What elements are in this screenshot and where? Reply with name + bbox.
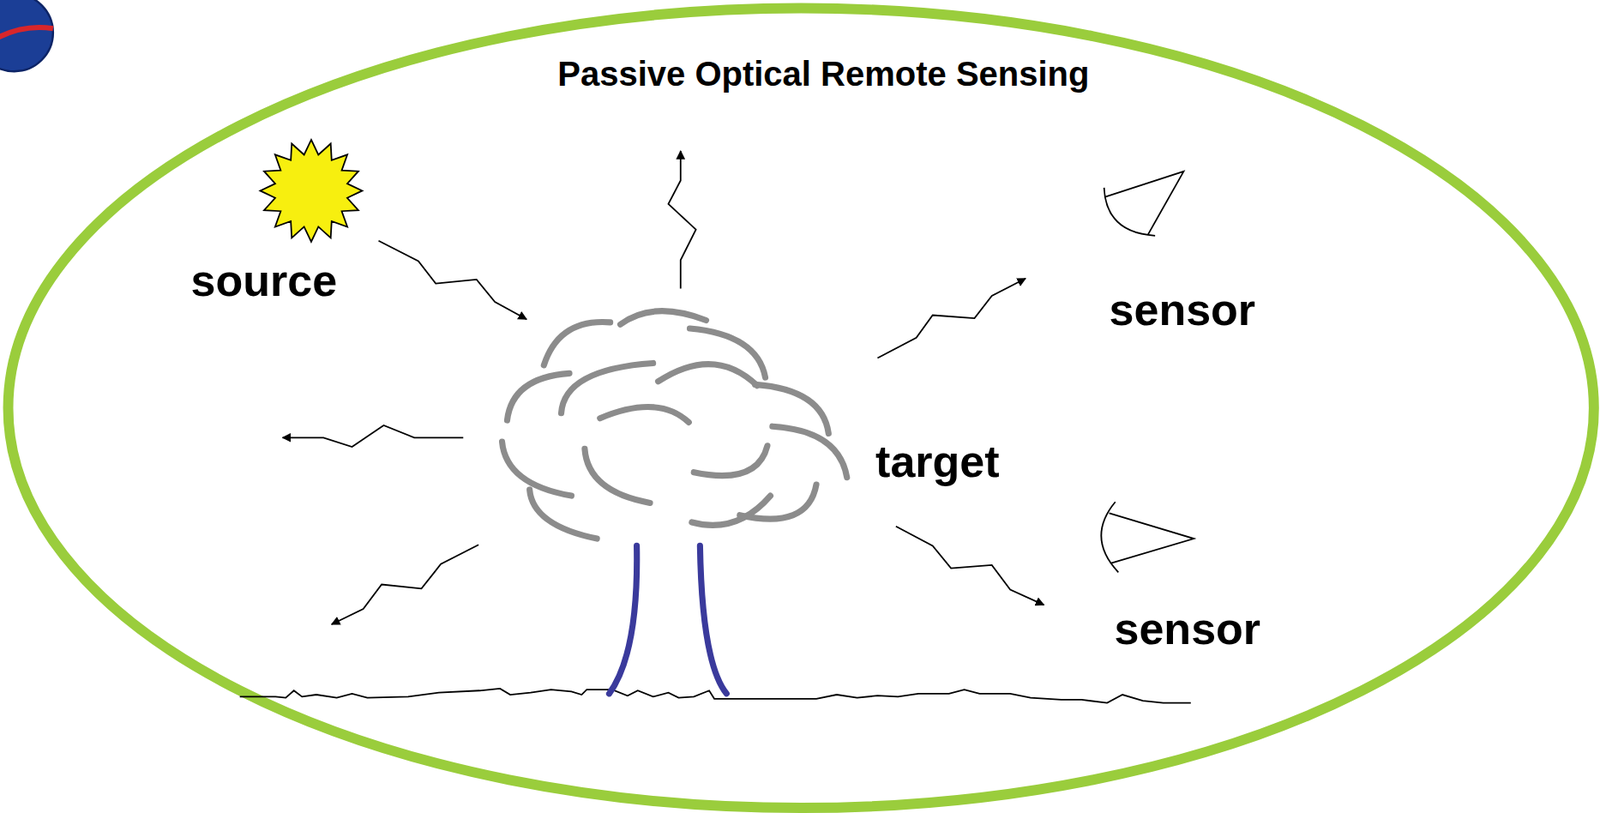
tree-trunk [608,545,727,693]
agency-logo [0,0,54,72]
target-label: target [875,437,999,487]
diagram-title: Passive Optical Remote Sensing [557,54,1089,93]
radiation-arrows [282,150,1045,625]
sensor-symbol [1100,171,1194,572]
sensor-label: sensor [1109,285,1257,335]
sensor-label: sensor [1114,605,1262,655]
ground-line [240,688,1191,704]
tree-canopy [502,311,848,539]
source-label: source [191,257,338,307]
frame-ellipse [8,8,1594,809]
sun-symbol [259,139,362,242]
sun-star [259,139,362,242]
